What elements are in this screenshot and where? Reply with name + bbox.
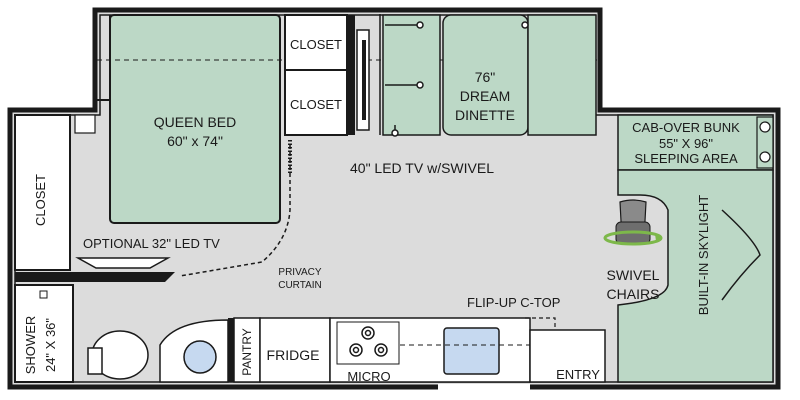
privacy-label-line1: PRIVACY	[278, 267, 321, 278]
entry-step	[529, 329, 606, 383]
toilet-icon	[87, 330, 149, 380]
bunk-hardware	[756, 116, 774, 169]
dinette-label-line2: DREAM	[460, 88, 511, 104]
shower-label-line1: SHOWER	[23, 316, 38, 375]
pantry-label: PANTRY	[240, 328, 254, 376]
dinette-bench-right	[527, 14, 597, 136]
skylight-outline	[721, 209, 761, 301]
cab-area	[617, 169, 774, 383]
closet-top-label: CLOSET	[290, 37, 342, 52]
closet-mid-label: CLOSET	[290, 97, 342, 112]
kitchen-sink-icon	[443, 327, 500, 375]
shower-drain-icon	[39, 290, 48, 299]
privacy-label-line2: CURTAIN	[278, 280, 322, 291]
closet-wall	[347, 15, 355, 135]
optional-tv-label: OPTIONAL 32" LED TV	[83, 236, 220, 251]
skylight-label: BUILT-IN SKYLIGHT	[696, 195, 711, 315]
cab-over-bunk	[617, 114, 774, 171]
optional-tv-icon	[75, 257, 171, 269]
tv-main-label: 40" LED TV w/SWIVEL	[350, 160, 494, 176]
fridge-label: FRIDGE	[267, 347, 320, 363]
closet-mid	[284, 69, 348, 136]
pantry	[233, 317, 261, 383]
dinette-label-line3: DINETTE	[455, 107, 515, 123]
closet-left-label: CLOSET	[33, 174, 48, 226]
bed-label-line1: QUEEN BED	[154, 114, 236, 130]
outer-wall	[7, 7, 781, 390]
dinette-bench-left	[382, 14, 441, 136]
entry-label: ENTRY	[556, 367, 600, 382]
stovetop-icon	[349, 326, 388, 357]
bath-wall	[228, 318, 234, 382]
bed-label-line2: 60" x 74"	[167, 133, 223, 149]
fridge	[259, 317, 331, 383]
bunk-label-line3: SLEEPING AREA	[634, 151, 738, 166]
bunk-label-line1: CAB-OVER BUNK	[632, 120, 740, 135]
tv-icon	[356, 29, 370, 131]
privacy-curtain-line	[179, 145, 291, 277]
bathroom-sink-icon	[159, 319, 229, 383]
chairs-label-line1: SWIVEL	[607, 267, 660, 283]
flip-up-label: FLIP-UP C-TOP	[467, 295, 560, 310]
nightstand	[74, 114, 96, 134]
micro-label: MICRO	[347, 369, 390, 384]
closet-left	[14, 114, 71, 271]
dinette-hardware	[385, 21, 529, 137]
shower	[14, 284, 74, 383]
entry-door-gap	[438, 384, 530, 390]
chairs-label-line2: CHAIRS	[607, 286, 660, 302]
swivel-chair-icon	[603, 199, 663, 246]
bunk-label-line2: 55" X 96"	[659, 136, 713, 151]
queen-bed	[109, 14, 281, 224]
dinette-label-line1: 76"	[475, 69, 496, 85]
shower-label-line2: 24" X 36"	[43, 318, 58, 372]
bedroom-partition	[15, 272, 175, 282]
